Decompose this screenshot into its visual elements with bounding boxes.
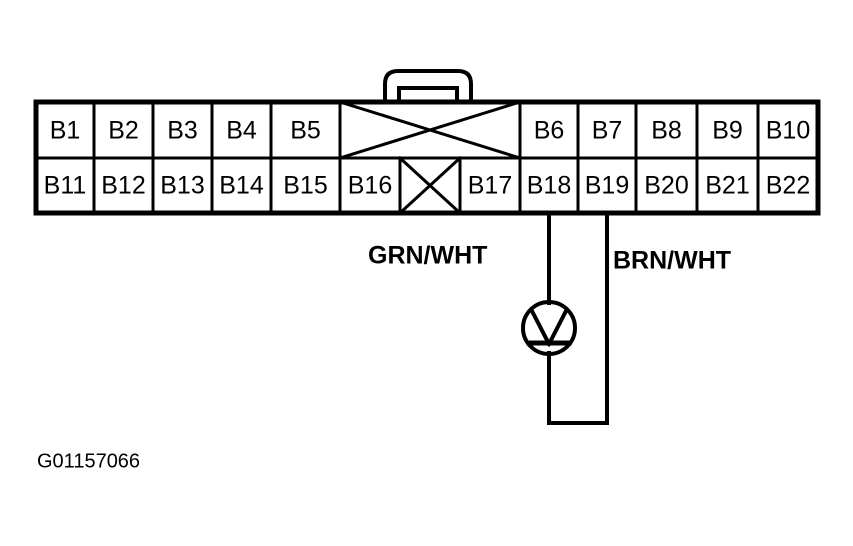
pin-cell-b15[interactable]: B15 <box>269 156 342 215</box>
connector-row-top: B1 B2 B3 B4 B5 <box>34 100 820 160</box>
pin-label: B5 <box>290 117 321 145</box>
pin-label: B12 <box>101 172 145 200</box>
connector-row-bottom: B11 B12 B13 B14 B15 <box>34 155 820 216</box>
pin-cell-b16[interactable]: B16 <box>338 156 402 215</box>
pin-cell-b18[interactable]: B18 <box>518 156 580 215</box>
pin-label: B21 <box>705 172 749 200</box>
pin-cell-b12[interactable]: B12 <box>92 156 155 215</box>
pin-cell-b19[interactable]: B19 <box>576 156 638 215</box>
pin-label: B16 <box>348 172 392 200</box>
pin-cell-b14[interactable]: B14 <box>210 156 273 215</box>
pin-label: B13 <box>160 172 204 200</box>
pin-cell-b7[interactable]: B7 <box>576 100 638 160</box>
pin-label: B17 <box>468 172 512 200</box>
pin-cell-b22[interactable]: B22 <box>756 156 820 215</box>
pin-cell-b21[interactable]: B21 <box>695 156 760 215</box>
figure-id-label: G01157066 <box>37 450 140 472</box>
pin-label: B7 <box>592 117 623 145</box>
lamp-bulb-symbol <box>521 300 577 356</box>
pin-label: B3 <box>167 117 198 145</box>
pin-cell-blank-top <box>338 100 522 160</box>
pin-label: B4 <box>226 117 257 145</box>
pin-label: B14 <box>219 172 264 200</box>
pin-cell-b4[interactable]: B4 <box>210 100 273 160</box>
pin-cell-b9[interactable]: B9 <box>695 100 760 160</box>
pin-label: B19 <box>585 172 629 200</box>
pin-cell-b8[interactable]: B8 <box>634 100 699 160</box>
connector-latch-tab <box>383 69 473 104</box>
pin-label: B18 <box>527 172 571 200</box>
pin-cell-b2[interactable]: B2 <box>92 100 155 160</box>
pin-label: B22 <box>766 172 810 200</box>
wire-label-brn-wht: BRN/WHT <box>613 247 731 275</box>
pin-cell-b20[interactable]: B20 <box>634 156 699 215</box>
pin-label: B1 <box>50 117 81 145</box>
wire-label-grn-wht: GRN/WHT <box>368 242 487 270</box>
pin-cell-b6[interactable]: B6 <box>518 100 580 160</box>
pin-cell-b5[interactable]: B5 <box>269 100 342 160</box>
pin-cell-b17[interactable]: B17 <box>458 156 522 215</box>
pin-label: B9 <box>712 117 743 145</box>
pin-cell-b3[interactable]: B3 <box>151 100 214 160</box>
pin-cell-b10[interactable]: B10 <box>756 100 820 160</box>
pin-cell-b13[interactable]: B13 <box>151 156 214 215</box>
pin-cell-b1[interactable]: B1 <box>34 100 96 160</box>
wire-brn-wht <box>547 211 609 425</box>
pin-label: B15 <box>283 172 327 200</box>
pin-label: B2 <box>108 117 139 145</box>
pin-label: B20 <box>644 172 688 200</box>
pin-label: B6 <box>534 117 565 145</box>
pin-cell-b11[interactable]: B11 <box>34 156 96 215</box>
pin-label: B10 <box>766 117 810 145</box>
pin-label: B8 <box>651 117 682 145</box>
pin-cell-blank-bottom <box>397 155 463 216</box>
pin-label: B11 <box>44 172 87 200</box>
